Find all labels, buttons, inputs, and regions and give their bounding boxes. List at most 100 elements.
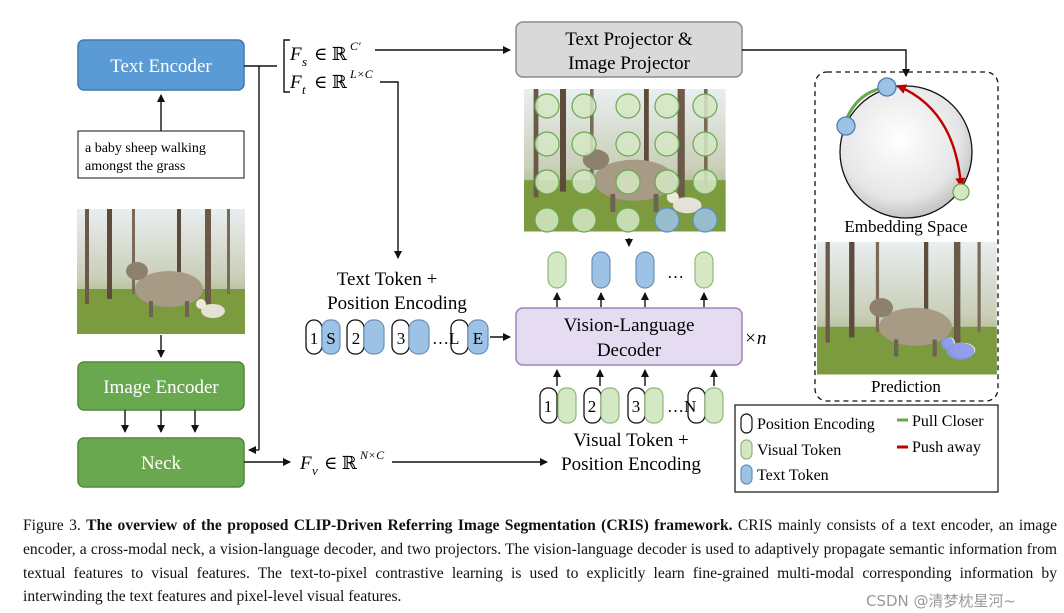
fv-feature-label: F v ∈ ℝ N×C bbox=[299, 448, 385, 478]
feature-token bbox=[534, 207, 560, 233]
feature-token bbox=[571, 131, 597, 157]
feature-token bbox=[654, 207, 680, 233]
feature-token bbox=[692, 93, 718, 119]
svg-text:…N: …N bbox=[667, 397, 696, 416]
legend-pull-label: Pull Closer bbox=[912, 413, 984, 430]
text-token-row: 1 S 2 3 …L E bbox=[305, 319, 489, 355]
caption-title: The overview of the proposed CLIP-Driven… bbox=[86, 517, 733, 534]
text-token-pair-1: 1 S bbox=[305, 319, 341, 355]
visual-token-pair-2: 2 bbox=[583, 387, 620, 424]
feature-token bbox=[534, 169, 560, 195]
svg-text:…L: …L bbox=[432, 329, 459, 348]
svg-text:F: F bbox=[289, 72, 302, 93]
visual-token-pair-3: 3 bbox=[627, 387, 664, 424]
legend-position-label: Position Encoding bbox=[757, 416, 875, 433]
feature-token bbox=[534, 131, 560, 157]
feature-token bbox=[692, 131, 718, 157]
svg-text:3: 3 bbox=[632, 397, 641, 416]
svg-text:∈ ℝ: ∈ ℝ bbox=[314, 44, 348, 64]
svg-text:L×C: L×C bbox=[349, 67, 374, 81]
svg-text:∈ ℝ: ∈ ℝ bbox=[314, 72, 348, 92]
cris-diagram: Text Encoder a baby sheep walking amongs… bbox=[77, 21, 999, 493]
legend-visual-swatch bbox=[740, 439, 753, 460]
decoder-line1: Vision-Language bbox=[564, 315, 695, 336]
legend-position-swatch bbox=[740, 413, 753, 434]
decoder-output-tokens bbox=[547, 251, 714, 307]
feature-token bbox=[654, 169, 680, 195]
embedding-space-label: Embedding Space bbox=[844, 217, 967, 236]
svg-text:2: 2 bbox=[588, 397, 597, 416]
legend: Position Encoding Visual Token Text Toke… bbox=[734, 404, 999, 493]
projector-line1: Text Projector & bbox=[565, 29, 693, 50]
svg-text:s: s bbox=[302, 54, 307, 69]
text-encoder-label: Text Encoder bbox=[110, 56, 212, 77]
text-embedding-point bbox=[877, 77, 897, 97]
feature-token bbox=[571, 93, 597, 119]
feature-token bbox=[615, 169, 641, 195]
output-token bbox=[635, 251, 655, 289]
decoder-repeat-label: ×n bbox=[744, 328, 766, 349]
input-text-box: a baby sheep walking amongst the grass bbox=[77, 130, 245, 179]
ft-feature-label: F t ∈ ℝ L×C bbox=[289, 67, 374, 97]
text-encoder-block: Text Encoder bbox=[77, 39, 245, 91]
feature-token bbox=[654, 93, 680, 119]
feature-token bbox=[654, 131, 680, 157]
push-away-arc bbox=[896, 84, 966, 188]
svg-text:∈ ℝ: ∈ ℝ bbox=[324, 453, 358, 473]
caption-prefix: Figure 3. bbox=[23, 517, 87, 534]
prediction-label: Prediction bbox=[871, 377, 941, 396]
embedding-sphere bbox=[839, 85, 973, 219]
svg-text:F: F bbox=[299, 453, 312, 474]
figure-caption: Figure 3. The overview of the proposed C… bbox=[23, 514, 1057, 609]
svg-text:E: E bbox=[473, 329, 483, 348]
output-token bbox=[591, 251, 611, 289]
text-token-pair-3: 3 bbox=[391, 319, 430, 355]
feature-token bbox=[615, 93, 641, 119]
visual-token-pair-n: …N bbox=[667, 387, 724, 424]
input-text-line1: a baby sheep walking bbox=[85, 141, 206, 156]
neck-block: Neck bbox=[77, 437, 245, 488]
feature-token bbox=[615, 131, 641, 157]
feature-token bbox=[692, 169, 718, 195]
output-token bbox=[547, 251, 567, 289]
output-panel bbox=[814, 71, 999, 402]
legend-text-label: Text Token bbox=[757, 467, 829, 484]
negative-pixel-point bbox=[952, 183, 970, 201]
prediction-image bbox=[817, 242, 997, 375]
feature-token bbox=[534, 93, 560, 119]
prediction-mask bbox=[946, 342, 975, 360]
feature-token bbox=[692, 207, 718, 233]
text-token-pair-eos: …L E bbox=[432, 319, 489, 355]
legend-push-label: Push away bbox=[912, 439, 981, 456]
decoder-line2: Decoder bbox=[597, 340, 662, 361]
legend-visual-label: Visual Token bbox=[757, 442, 841, 459]
input-image bbox=[77, 209, 245, 334]
image-encoder-label: Image Encoder bbox=[103, 377, 219, 398]
watermark: CSDN @清梦枕星河~ bbox=[866, 592, 1017, 610]
text-token-title2: Position Encoding bbox=[327, 293, 467, 314]
svg-text:N×C: N×C bbox=[359, 448, 385, 462]
positive-pixel-point bbox=[836, 116, 856, 136]
svg-text:F: F bbox=[289, 44, 302, 65]
svg-text:1: 1 bbox=[544, 397, 553, 416]
embedding-space: Embedding Space bbox=[836, 77, 973, 236]
projector-block: Text Projector & Image Projector bbox=[515, 21, 743, 78]
feature-token bbox=[571, 169, 597, 195]
neck-label: Neck bbox=[141, 453, 182, 474]
legend-text-swatch bbox=[740, 464, 753, 485]
feature-token bbox=[571, 207, 597, 233]
visual-token-row: 1 2 3 …N bbox=[539, 387, 724, 424]
svg-text:1: 1 bbox=[310, 329, 319, 348]
visual-token-title2: Position Encoding bbox=[561, 454, 701, 475]
vision-language-decoder-block: Vision-Language Decoder bbox=[515, 307, 743, 366]
visual-token-pair-1: 1 bbox=[539, 387, 577, 424]
text-token-title1: Text Token + bbox=[337, 269, 438, 290]
svg-text:t: t bbox=[302, 82, 306, 97]
output-token bbox=[694, 251, 714, 289]
svg-text:3: 3 bbox=[397, 329, 406, 348]
text-token-pair-2: 2 bbox=[346, 319, 385, 355]
input-text-line2: amongst the grass bbox=[85, 159, 185, 174]
svg-text:2: 2 bbox=[352, 329, 361, 348]
feature-token bbox=[615, 207, 641, 233]
caption-body: CRIS mainly consists of a text encoder, … bbox=[23, 517, 1057, 606]
